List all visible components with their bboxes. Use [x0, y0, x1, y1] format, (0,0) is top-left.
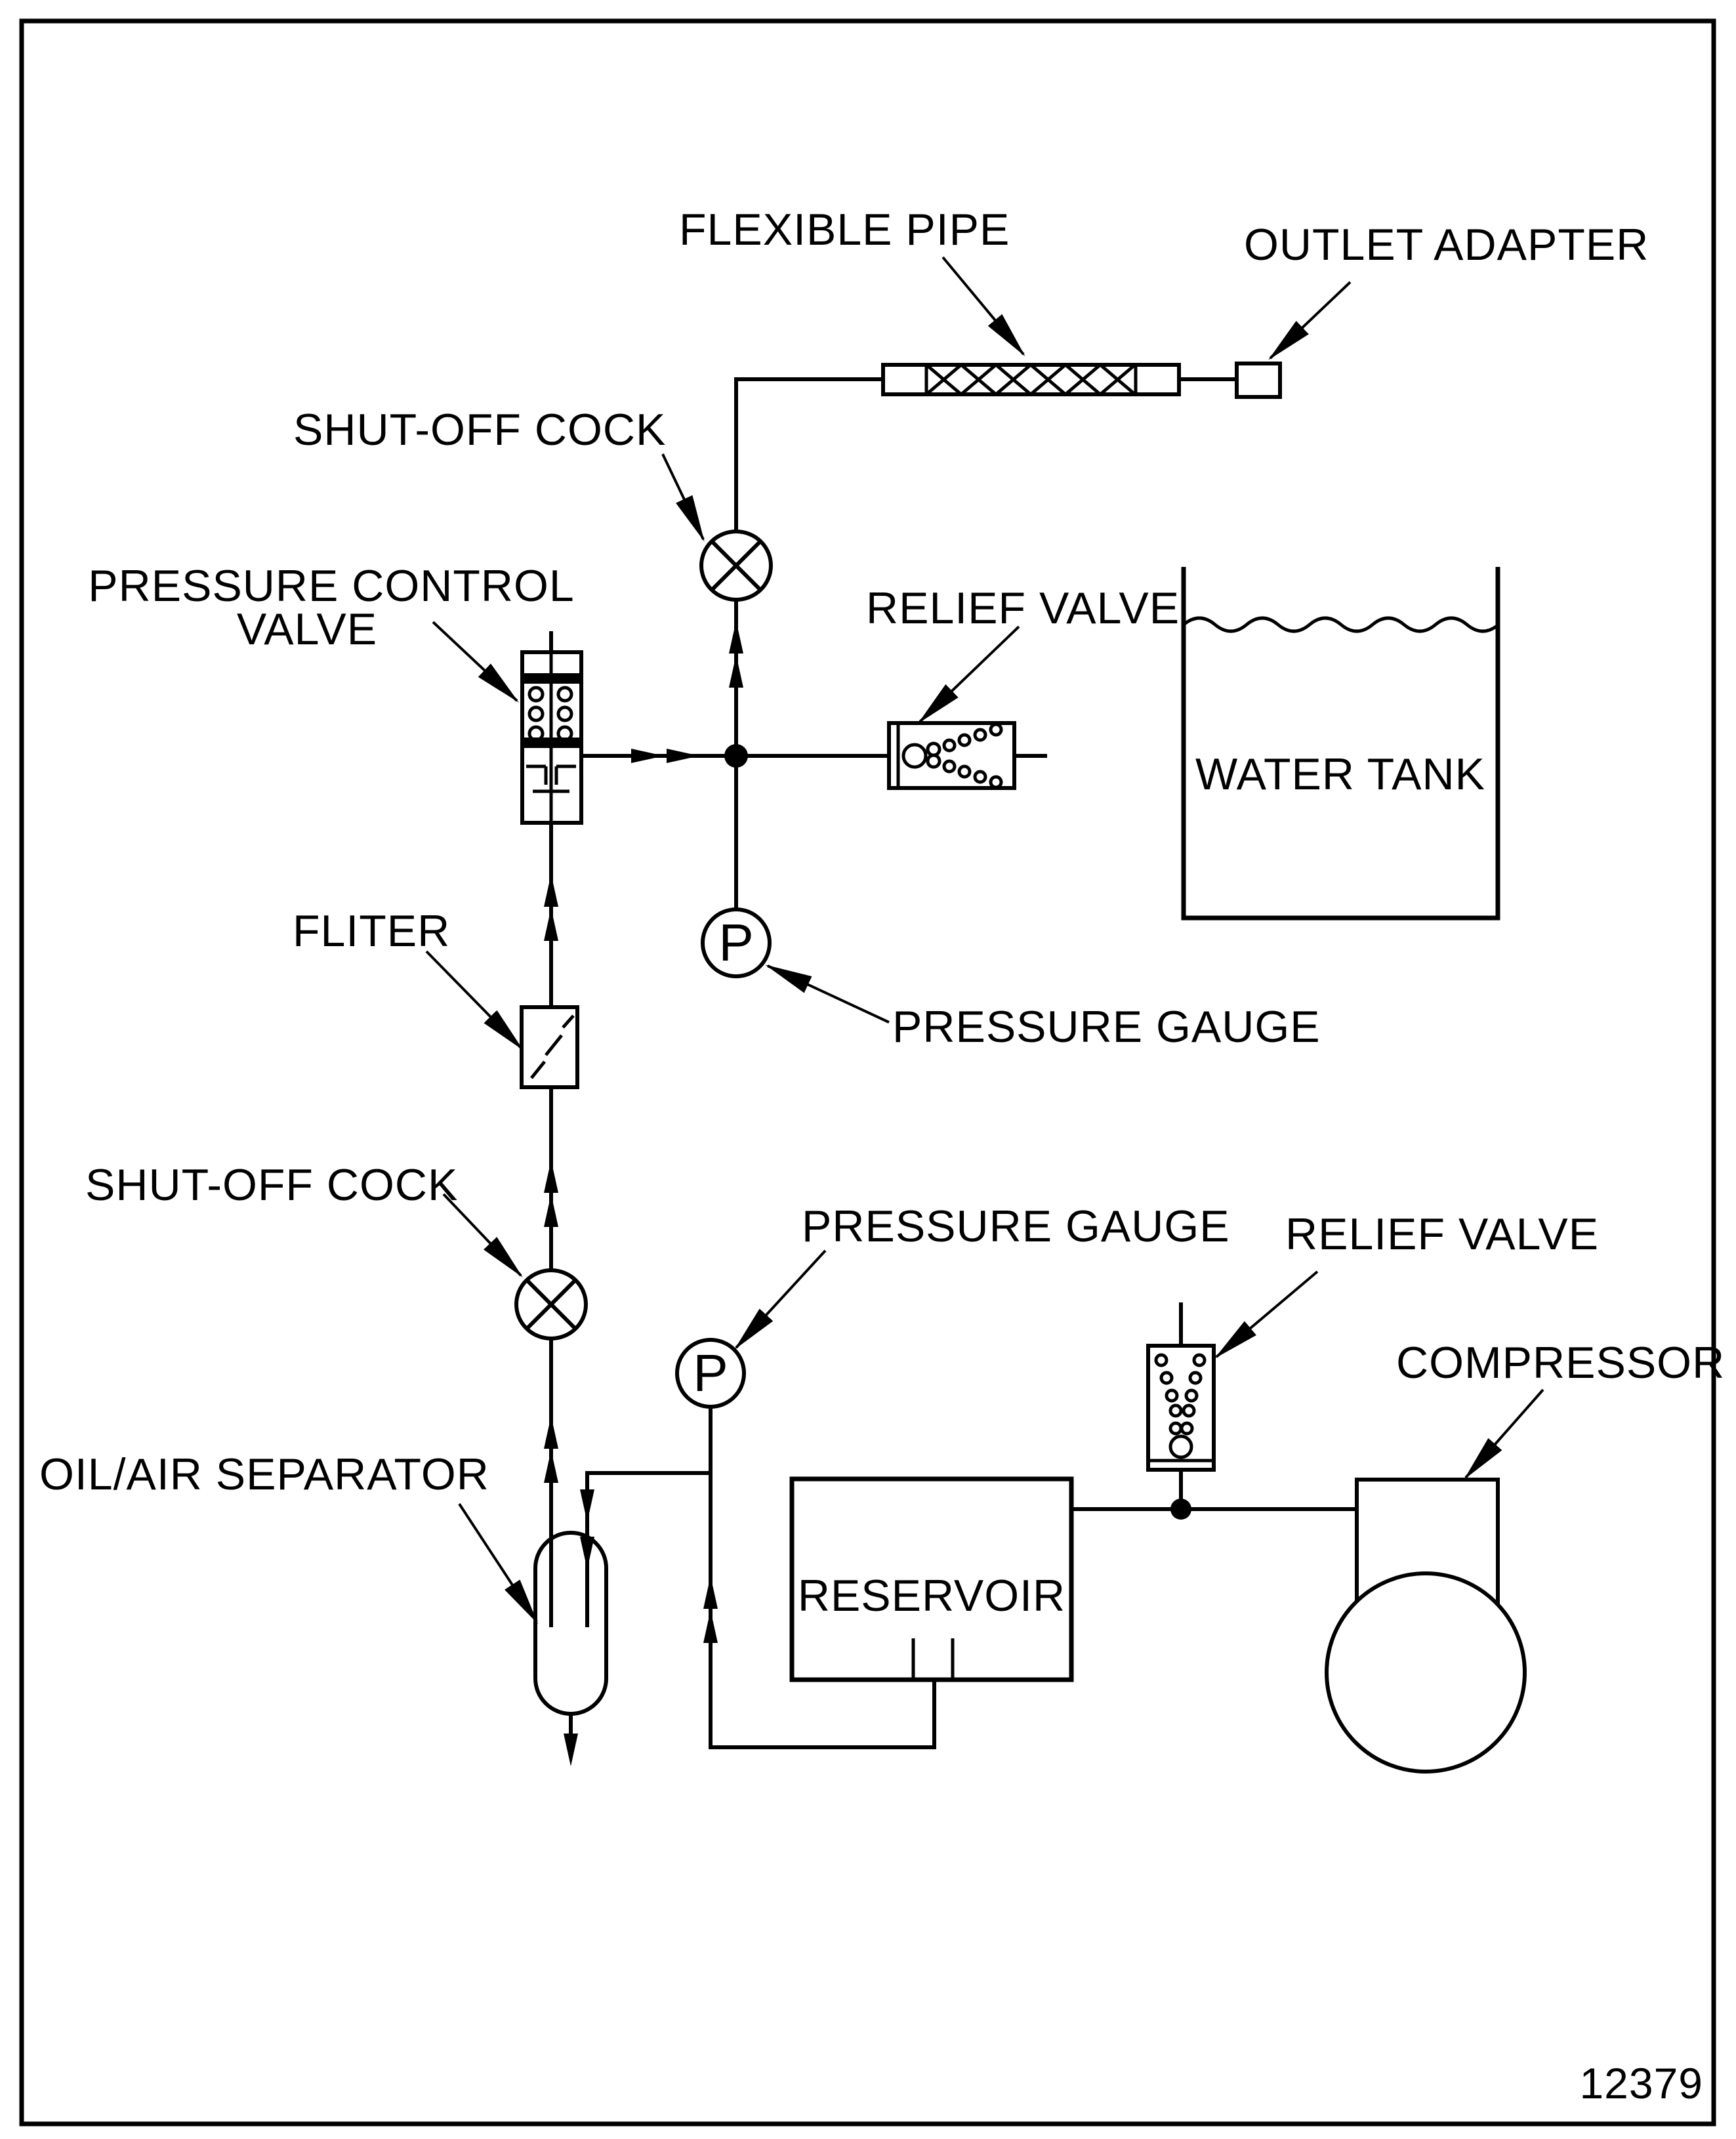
- shut-off-cock-top-symbol: [699, 530, 773, 602]
- pressure-gauge-letter: P: [693, 1344, 728, 1402]
- oil-air-separator-symbol: [533, 1531, 608, 1716]
- shut-off-cock-bottom-label: SHUT-OFF COCK: [85, 1160, 458, 1210]
- flow-arrow-down: [580, 1489, 594, 1522]
- flow-arrow-up: [544, 1416, 558, 1449]
- drawing-number: 12379: [1579, 2059, 1703, 2108]
- flow-arrow-up: [729, 655, 743, 688]
- reservoir-label: RESERVOIR: [798, 1571, 1065, 1621]
- pressure-control-valve-label-line2: VALVE: [237, 604, 377, 654]
- pipe-top-run: [734, 377, 883, 531]
- relief-valve-top-label: RELIEF VALVE: [866, 583, 1180, 633]
- flow-arrow-up: [544, 1160, 558, 1193]
- shut-off-cock-bottom-symbol: [514, 1268, 588, 1340]
- leader-pressure-control-valve: [432, 621, 519, 703]
- water-tank-label: WATER TANK: [1195, 749, 1485, 799]
- pressure-control-valve-symbol: [520, 631, 583, 1007]
- leader-pressure-gauge-bottom: [734, 1249, 827, 1350]
- flow-arrow-down: [564, 1734, 578, 1766]
- water-surface-wave-icon: [1182, 616, 1500, 633]
- leader-shut-off-cock-bottom: [442, 1193, 523, 1277]
- compressor-label: COMPRESSOR: [1396, 1338, 1725, 1388]
- flow-arrow-up: [729, 621, 743, 654]
- flexible-pipe-label: FLEXIBLE PIPE: [679, 205, 1010, 255]
- flexible-pipe-symbol: [881, 363, 1181, 396]
- leader-relief-valve-bottom: [1214, 1270, 1319, 1359]
- flow-arrow-up: [544, 1450, 558, 1483]
- flow-arrow-right: [631, 749, 664, 763]
- pressure-control-valve-label-line1: PRESSURE CONTROL: [88, 561, 574, 611]
- flow-arrow-up: [544, 1194, 558, 1227]
- junction-dot: [1170, 1499, 1191, 1520]
- flow-arrow-up: [703, 1576, 718, 1609]
- compressor-symbol: [1325, 1478, 1527, 1774]
- water-tank-symbol: WATER TANK: [1181, 567, 1500, 921]
- reservoir-symbol: RESERVOIR: [789, 1476, 1074, 1682]
- leader-arrows: [425, 256, 1544, 1625]
- flow-arrow-right: [667, 749, 699, 763]
- flow-arrow-up: [703, 1610, 718, 1643]
- leader-shut-off-cock-top: [661, 453, 705, 542]
- flow-arrow-down: [580, 1537, 594, 1569]
- leader-compressor: [1464, 1388, 1544, 1480]
- shut-off-cock-top-label: SHUT-OFF COCK: [293, 405, 666, 455]
- pressure-gauge-top-symbol: P: [701, 907, 772, 978]
- leader-outlet-adapter: [1268, 281, 1352, 360]
- relief-valve-top-symbol: [887, 721, 1016, 790]
- leader-flexible-pipe: [941, 256, 1025, 357]
- flow-arrows: [544, 621, 743, 1766]
- leader-filter: [425, 950, 524, 1050]
- leader-pressure-gauge-top: [765, 965, 890, 1024]
- junction-dots: [724, 744, 1191, 1520]
- outlet-adapter-symbol: [1235, 362, 1282, 399]
- leader-relief-valve-top: [918, 625, 1020, 724]
- outlet-adapter-label: OUTLET ADAPTER: [1244, 220, 1649, 270]
- relief-valve-bottom-label: RELIEF VALVE: [1285, 1209, 1599, 1259]
- leader-oil-air-separator: [458, 1503, 539, 1625]
- filter-label: FLITER: [293, 906, 450, 956]
- filter-symbol: [520, 1005, 579, 1089]
- relief-valve-bottom-symbol: [1146, 1344, 1216, 1472]
- pressure-gauge-bottom-symbol: P: [675, 1338, 746, 1409]
- pressure-gauge-top-label: PRESSURE GAUGE: [892, 1002, 1321, 1052]
- pipe-separator-inlet: [585, 1471, 711, 1627]
- reservoir-dip-tube-icon: [911, 1638, 955, 1680]
- pressure-gauge-bottom-label: PRESSURE GAUGE: [802, 1201, 1230, 1251]
- junction-dot: [724, 744, 748, 768]
- page-border: [19, 18, 1716, 2127]
- oil-air-separator-label: OIL/AIR SEPARATOR: [39, 1449, 489, 1499]
- pressure-gauge-letter: P: [718, 913, 753, 972]
